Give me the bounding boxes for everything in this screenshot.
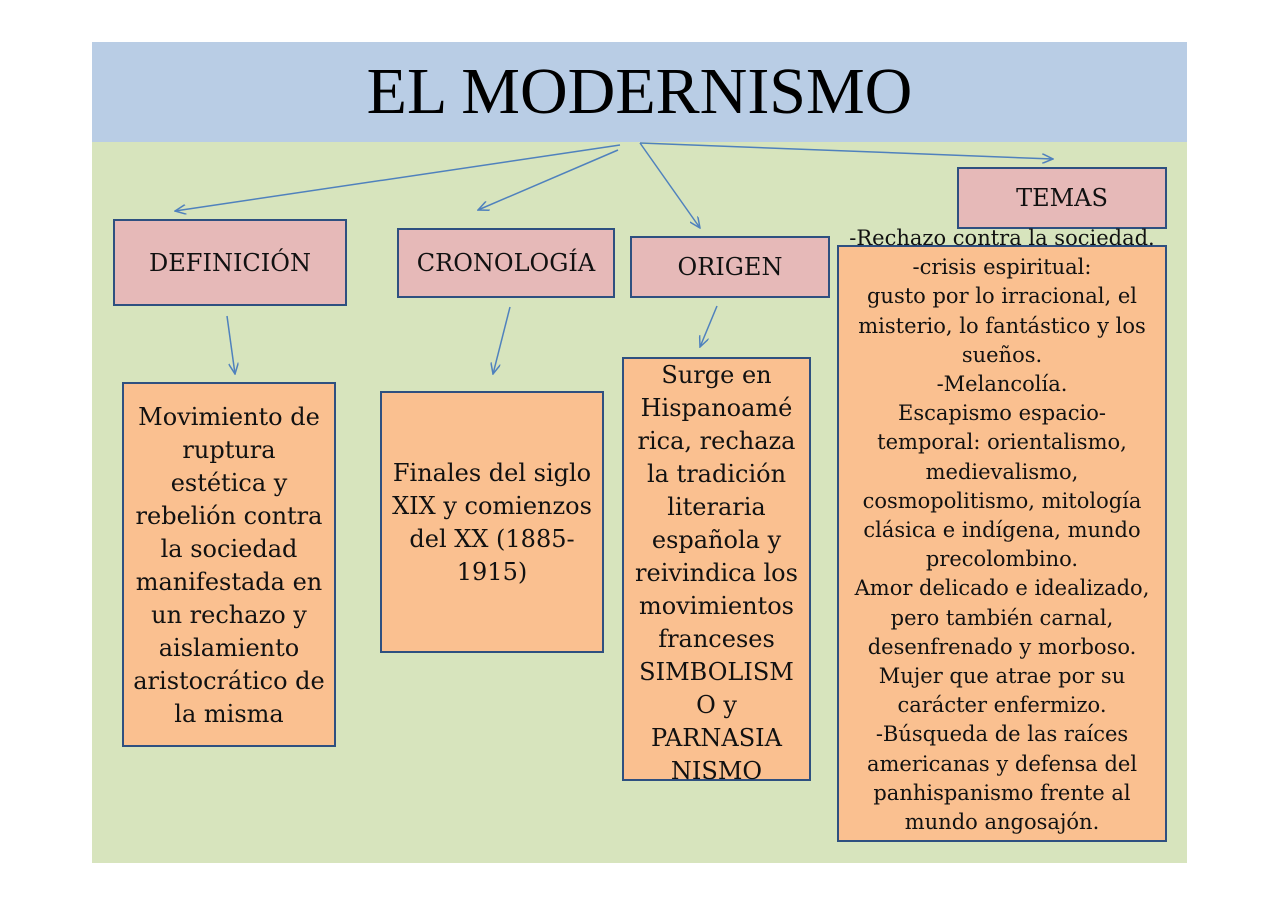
cronologia-label-box: CRONOLOGÍA [397, 228, 615, 298]
title-banner [92, 42, 1187, 142]
temas-label-box: TEMAS [957, 167, 1167, 229]
arrow-title-to-origen [639, 142, 700, 228]
origen-label: ORIGEN [677, 253, 783, 281]
temas-label: TEMAS [1016, 184, 1108, 212]
arrow-cronologia-to-text [493, 306, 511, 374]
arrow-title-to-cronologia [478, 149, 619, 210]
cronologia-text: Finales del siglo XIX y comienzos del XX… [392, 459, 592, 586]
cronologia-label: CRONOLOGÍA [416, 249, 596, 277]
arrow-origen-to-text [700, 305, 718, 347]
arrow-title-to-definicion [175, 144, 621, 211]
definicion-content-box: Movimiento de ruptura estética y rebelió… [122, 382, 336, 747]
origen-text: Surge en Hispanoamé rica, rechaza la tra… [635, 361, 798, 785]
definicion-label-box: DEFINICIÓN [113, 219, 347, 306]
temas-content-box [837, 245, 1167, 842]
definicion-text: Movimiento de ruptura estética y rebelió… [133, 403, 325, 728]
arrow-definicion-to-text [226, 315, 235, 374]
origen-content-box: Surge en Hispanoamé rica, rechaza la tra… [622, 357, 811, 785]
cronologia-content-box: Finales del siglo XIX y comienzos del XX… [380, 391, 604, 653]
arrow-title-to-temas [639, 142, 1053, 159]
temas-text: -Rechazo contra la sociedad. -crisis esp… [849, 226, 1155, 835]
definicion-label: DEFINICIÓN [149, 248, 311, 277]
origen-label-box: ORIGEN [630, 236, 830, 298]
page-title: EL MODERNISMO [366, 55, 913, 128]
